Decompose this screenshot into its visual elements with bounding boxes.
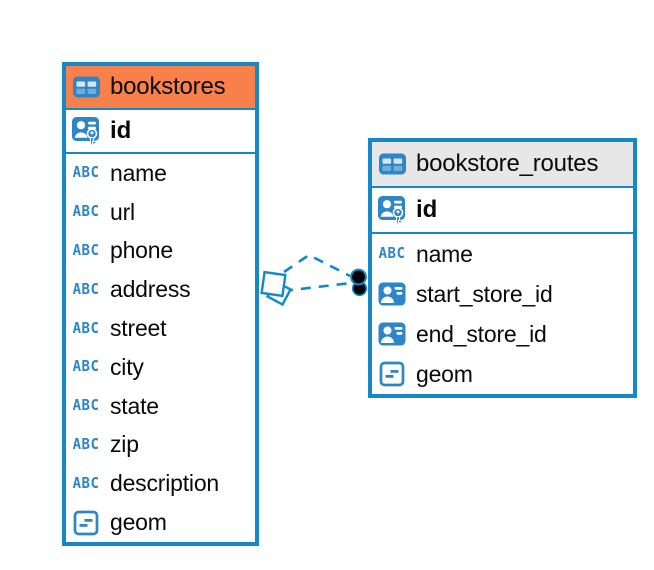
column-name: geom [416,360,473,387]
column-row-street[interactable]: ABC street [66,309,255,348]
table-icon [376,152,408,176]
primary-key-name: id [416,196,438,223]
primary-key-row[interactable]: id [66,110,255,154]
column-row-name[interactable]: ABC name [66,154,255,193]
column-row-name[interactable]: ABC name [372,234,633,274]
relationship-dot-marker[interactable] [350,268,368,297]
text-type-icon: ABC [72,164,100,182]
text-type-icon: ABC [72,475,100,493]
relationship-line-upper[interactable] [283,253,351,278]
geometry-type-icon [70,510,102,536]
text-type-icon: ABC [72,242,100,260]
primary-key-name: id [110,117,132,144]
text-type-icon: ABC [378,245,406,263]
column-row-phone[interactable]: ABC phone [66,232,255,271]
text-type-icon: ABC [72,358,100,376]
column-row-geom[interactable]: geom [66,503,255,542]
table-header-bookstores[interactable]: bookstores [66,66,255,110]
column-name: geom [110,509,167,536]
column-row-start-store-id[interactable]: start_store_id [372,274,633,314]
column-name: state [110,392,159,419]
table-bookstores[interactable]: bookstores id ABC [62,62,259,546]
column-name: url [110,198,135,225]
table-icon [70,75,102,99]
text-type-icon: ABC [72,397,100,415]
primary-key-icon [376,195,408,226]
column-row-zip[interactable]: ABC zip [66,426,255,465]
text-type-icon: ABC [72,203,100,221]
column-name: city [110,353,144,380]
reference-type-icon [376,322,408,346]
table-title: bookstores [110,73,226,100]
column-row-end-store-id[interactable]: end_store_id [372,314,633,354]
reference-type-icon [376,282,408,306]
column-row-address[interactable]: ABC address [66,270,255,309]
column-name: name [416,240,473,267]
column-row-city[interactable]: ABC city [66,348,255,387]
column-row-state[interactable]: ABC state [66,387,255,426]
column-row-description[interactable]: ABC description [66,464,255,503]
column-name: name [110,159,167,186]
primary-key-row[interactable]: id [372,188,633,234]
column-row-url[interactable]: ABC url [66,193,255,232]
column-name: street [110,315,167,342]
text-type-icon: ABC [72,281,100,299]
column-name: address [110,276,191,303]
column-name: start_store_id [416,280,553,307]
table-bookstore-routes[interactable]: bookstore_routes id ABC [368,138,637,398]
text-type-icon: ABC [72,436,100,454]
relationship-square-marker[interactable] [260,270,293,307]
column-name: description [110,470,220,497]
column-list: ABC name ABC url ABC phone ABC address A… [66,154,255,542]
table-header-bookstore-routes[interactable]: bookstore_routes [372,142,633,188]
column-name: phone [110,237,173,264]
primary-key-icon [70,116,102,147]
column-name: end_store_id [416,320,547,347]
geometry-type-icon [376,361,408,387]
column-list: ABC name start_store_id [372,234,633,394]
text-type-icon: ABC [72,320,100,337]
column-name: zip [110,431,139,458]
table-title: bookstore_routes [416,150,599,177]
relationship-line-lower[interactable] [282,281,352,293]
column-row-geom[interactable]: geom [372,354,633,394]
